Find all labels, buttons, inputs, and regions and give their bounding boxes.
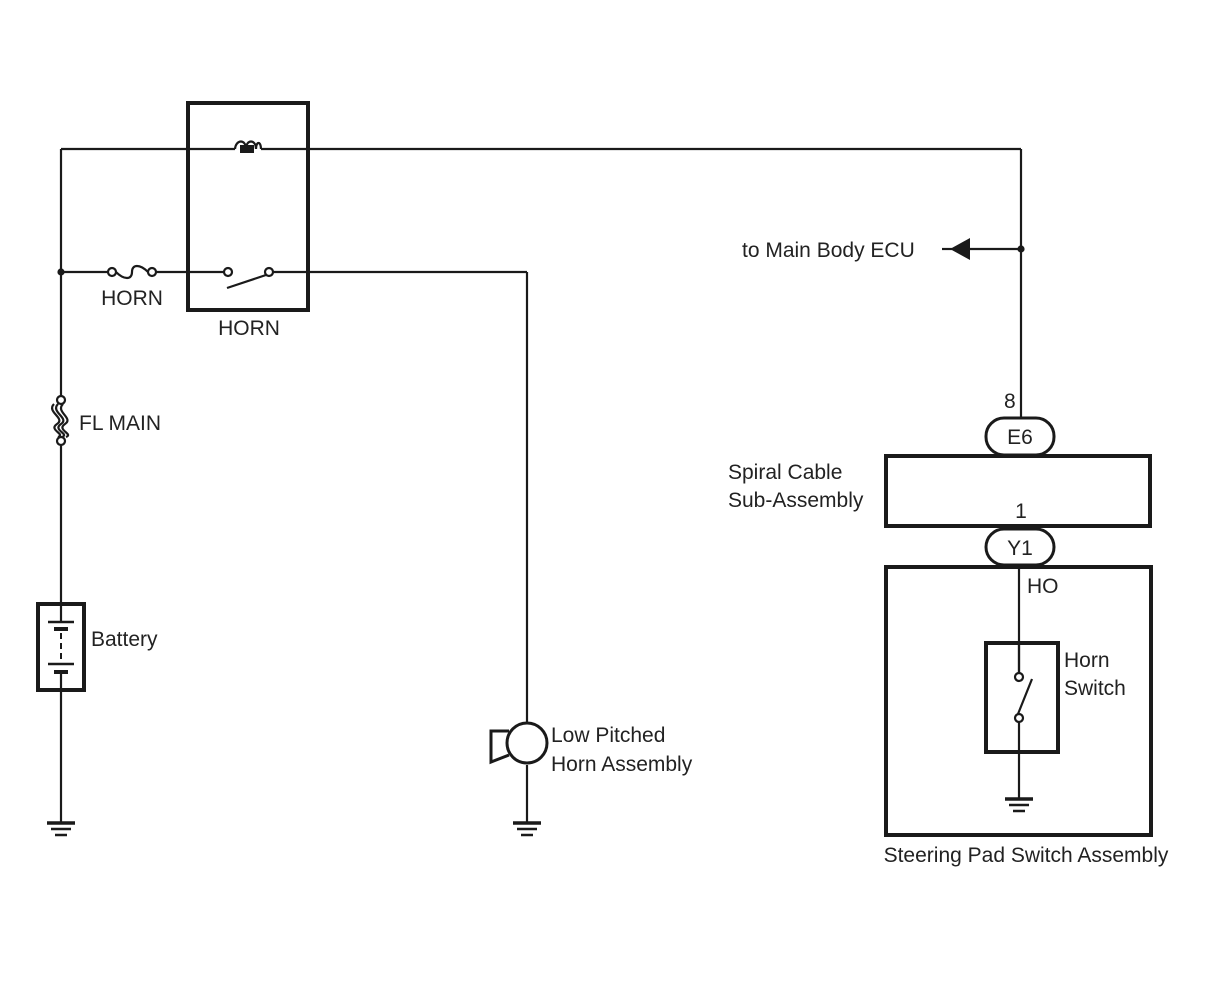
switch-contact-bottom — [1013, 712, 1025, 724]
connector-y1-label: Y1 — [1007, 537, 1033, 560]
spiral-cable: 8 E6 Spiral Cable Sub-Assembly 1 Y1 — [728, 390, 1152, 567]
horn-fuse-label: HORN — [101, 287, 163, 310]
switch-contact-top — [1013, 671, 1025, 683]
ecu-reference: to Main Body ECU — [742, 238, 970, 262]
relay-coil-core — [240, 145, 254, 153]
ho-terminal-label: HO — [1027, 575, 1059, 598]
horn-switch-box — [984, 641, 1060, 754]
arrow-left-icon — [950, 238, 970, 260]
fusible-link-icon-outline-2 — [51, 403, 62, 439]
fl-terminal-bottom — [55, 435, 67, 447]
horn-relay-box — [186, 101, 310, 312]
ground-horn-switch — [1005, 797, 1033, 813]
relay-switch-blade-icon — [226, 273, 267, 290]
relay-contact-left — [222, 266, 234, 278]
ground-battery — [47, 821, 75, 837]
horn-bell-icon — [489, 729, 510, 765]
horn-relay-label: HORN — [218, 317, 280, 340]
horn-icon — [505, 721, 549, 765]
horn-switch-label-line1: Horn — [1064, 649, 1110, 672]
horn-fuse: HORN — [101, 264, 163, 310]
horn-label-line1: Low Pitched — [551, 724, 665, 747]
battery: Battery — [36, 602, 158, 692]
fuse-terminal-left — [106, 266, 118, 278]
fusible-link-icon-outline — [60, 403, 70, 439]
low-pitched-horn: Low Pitched Horn Assembly — [489, 721, 693, 776]
horn-relay: HORN — [186, 101, 310, 340]
fl-main: FL MAIN — [51, 394, 161, 447]
fl-main-label: FL MAIN — [79, 412, 161, 435]
relay-coil-icon — [233, 140, 263, 150]
fusible-link-icon — [55, 403, 66, 439]
battery-label: Battery — [91, 628, 158, 651]
steering-pad-label: Steering Pad Switch Assembly — [884, 844, 1169, 867]
fl-terminal-top — [55, 394, 67, 406]
pin-1-label: 1 — [1015, 500, 1027, 523]
spiral-cable-label-line2: Sub-Assembly — [728, 489, 864, 512]
spiral-cable-label-line1: Spiral Cable — [728, 461, 842, 484]
wires — [59, 147, 1023, 823]
junction-dot-left — [57, 268, 65, 276]
horn-label-line2: Horn Assembly — [551, 753, 693, 776]
ecu-label: to Main Body ECU — [742, 239, 915, 262]
spiral-cable-box — [884, 454, 1152, 528]
pin-8-label: 8 — [1004, 390, 1016, 413]
steering-pad-switch-assembly: HO Horn Switch Steering Pad Switch Assem… — [884, 565, 1169, 867]
ground-horn — [513, 821, 541, 837]
fuse-icon — [115, 264, 149, 280]
connector-e6-label: E6 — [1007, 426, 1033, 449]
horn-switch-label-line2: Switch — [1064, 677, 1126, 700]
relay-contact-right — [263, 266, 275, 278]
junction-dot-right — [1017, 245, 1025, 253]
horn-switch-blade-icon — [1016, 678, 1034, 715]
fuse-terminal-right — [146, 266, 158, 278]
